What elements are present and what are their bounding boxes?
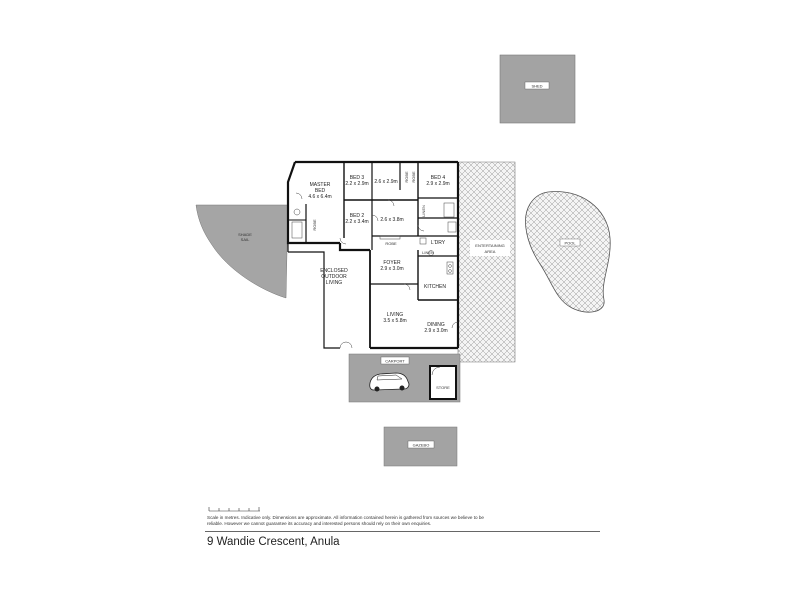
- master-bed-label-1: MASTER: [310, 182, 331, 188]
- foyer-size: 2.9 x 3.0m: [380, 266, 403, 272]
- room-labels: MASTER BED 4.6 x 6.4m BED 3 2.2 x 2.9m 2…: [308, 171, 449, 334]
- linen-label: LINEN: [422, 250, 434, 255]
- laundry-label: L'DRY: [431, 240, 446, 246]
- entertaining-area: ENTERTAINING AREA: [457, 161, 516, 363]
- bed3-b-size: 2.6 x 2.9m: [374, 179, 397, 185]
- enclosed-label-2: OUTDOOR: [321, 274, 347, 280]
- car-icon: [369, 372, 410, 392]
- gazebo-label: GAZEBO: [413, 443, 430, 448]
- bed3-label: BED 3: [350, 175, 365, 181]
- robe-master-label: ROBE: [312, 219, 317, 231]
- robe-v1-label: ROBE: [404, 171, 409, 183]
- foyer-label: FOYER: [383, 260, 401, 266]
- bed2-b-size: 2.6 x 3.8m: [380, 217, 403, 223]
- carport: CARPORT STORE: [348, 353, 461, 403]
- pool-label: POOL: [564, 241, 576, 246]
- entertaining-label-2: AREA: [485, 249, 496, 254]
- bed4-size: 2.9 x 2.9m: [426, 181, 449, 187]
- master-bed-size: 4.6 x 6.4m: [308, 194, 331, 200]
- entertaining-label-1: ENTERTAINING: [475, 243, 504, 248]
- shade-sail-label-2: SAIL: [241, 237, 250, 242]
- shed-label: SHED: [531, 84, 542, 89]
- linen-v-label: LINEN: [421, 205, 426, 217]
- enclosed-label-3: LIVING: [326, 280, 343, 286]
- robe-v2-label: ROBE: [411, 171, 416, 183]
- bed2-label: BED 2: [350, 213, 365, 219]
- shade-sail-label-1: SHADE: [238, 232, 252, 237]
- bed2-size: 2.2 x 3.4m: [345, 219, 368, 225]
- shade-sail: SHADE SAIL: [195, 204, 289, 299]
- dining-size: 2.9 x 3.0m: [424, 328, 447, 334]
- living-label: LIVING: [387, 312, 404, 318]
- master-bed-label-2: BED: [315, 188, 326, 194]
- house-walls: [286, 160, 460, 350]
- shed: SHED: [499, 54, 576, 124]
- enclosed-label-1: ENCLOSED: [320, 268, 348, 274]
- door-swings: [291, 192, 459, 349]
- address-divider: [205, 531, 600, 532]
- carport-label: CARPORT: [385, 359, 405, 364]
- living-size: 3.5 x 5.8m: [383, 318, 406, 324]
- property-address: 9 Wandie Crescent, Anula: [207, 536, 340, 548]
- bed4-label: BED 4: [431, 175, 446, 181]
- store-label: STORE: [436, 385, 450, 390]
- bed3-size: 2.2 x 2.9m: [345, 181, 368, 187]
- robe-label: ROBE: [385, 241, 397, 246]
- scale-bar: [208, 507, 260, 512]
- pool: POOL: [525, 191, 611, 313]
- kitchen-label: KITCHEN: [424, 284, 446, 290]
- disclaimer-text: Scale in metres. Indicative only. Dimens…: [207, 515, 484, 526]
- gazebo: GAZEBO: [383, 426, 458, 467]
- dining-label: DINING: [427, 322, 445, 328]
